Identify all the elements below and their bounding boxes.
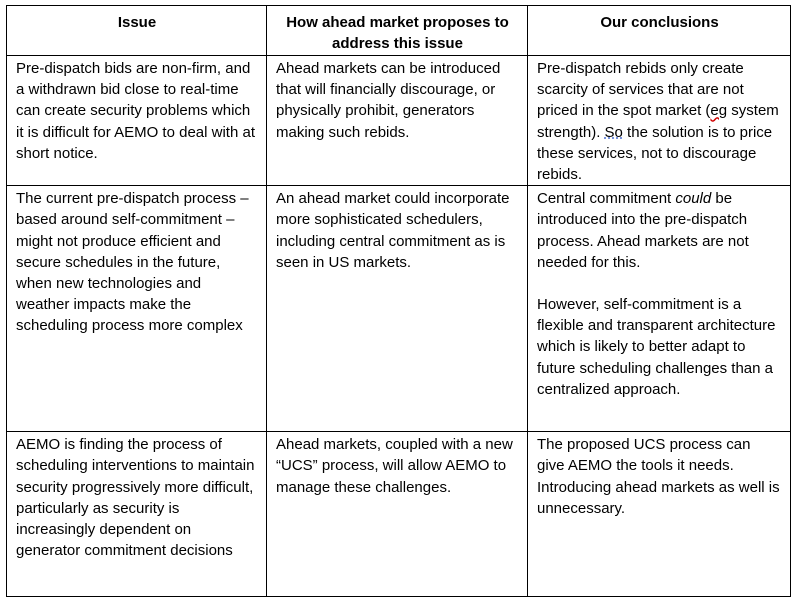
table-row: Pre-dispatch bids are non-firm, and a wi… [6,54,791,187]
proposal-cell: Ahead markets, coupled with a new “UCS” … [266,431,528,597]
issue-cell: AEMO is finding the process of schedulin… [6,431,267,597]
conclusion-cell: Pre-dispatch rebids only create scarcity… [527,54,791,187]
header-proposal: How ahead market proposes to address thi… [266,5,528,56]
comparison-table: Issue How ahead market proposes to addre… [6,5,791,597]
conclusion-cell: Central commitment could be introduced i… [527,185,791,433]
table-row: AEMO is finding the process of schedulin… [6,431,791,597]
header-issue: Issue [6,5,267,56]
header-row: Issue How ahead market proposes to addre… [6,5,791,56]
grammar-mark: So [604,123,623,141]
table-row: The current pre-dispatch process – based… [6,185,791,433]
proposal-cell: An ahead market could incorporate more s… [266,185,528,433]
issue-cell: The current pre-dispatch process – based… [6,185,267,433]
issue-cell: Pre-dispatch bids are non-firm, and a wi… [6,54,267,187]
conclusion-cell: The proposed UCS process can give AEMO t… [527,431,791,597]
spellcheck-mark: eg [710,102,728,120]
header-conclusions: Our conclusions [527,5,791,56]
proposal-cell: Ahead markets can be introduced that wil… [266,54,528,187]
